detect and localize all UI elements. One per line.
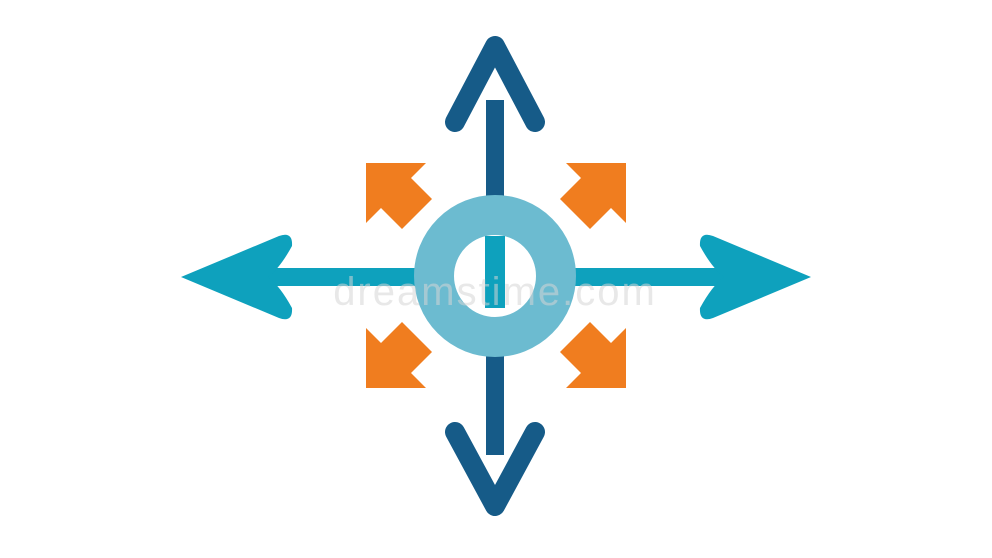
center-hub	[414, 195, 576, 357]
up-arrow-head-icon	[445, 36, 545, 132]
diagonal-arrow-top-left-icon	[366, 163, 432, 229]
horizontal-arrow	[181, 234, 811, 320]
horizontal-arrow-right-shaft	[560, 268, 740, 286]
diagonal-arrow-bottom-right-icon	[560, 322, 626, 388]
vertical-arrow-lower-shaft	[486, 325, 504, 455]
diagonal-arrow-top-right-icon	[560, 163, 626, 229]
watermark-text: dreamstime.com	[333, 270, 657, 314]
hub-center-bar	[485, 236, 505, 308]
left-arrow-head-icon	[181, 234, 293, 320]
ring-hub-icon	[414, 195, 576, 357]
right-arrow-head-icon	[699, 234, 811, 320]
diagonal-arrow-bottom-left-icon	[366, 322, 432, 388]
down-arrow-head-icon	[445, 422, 545, 516]
diagonal-arrows	[366, 163, 626, 388]
horizontal-arrow-left-shaft	[255, 268, 435, 286]
